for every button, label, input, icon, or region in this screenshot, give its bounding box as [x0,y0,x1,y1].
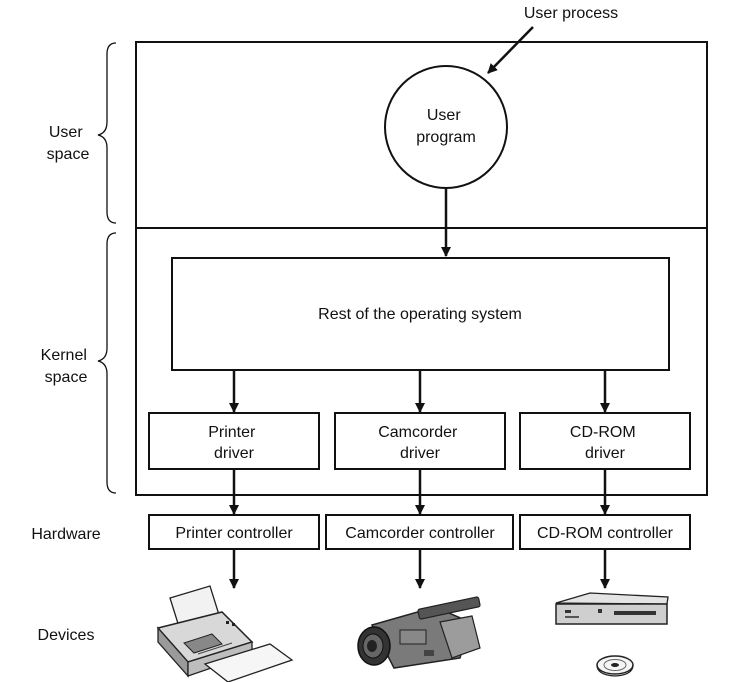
user-program-label: User program [416,107,476,146]
printer-controller-box [148,514,320,550]
printer-driver-box [148,412,320,470]
camcorder-driver-box [334,412,506,470]
user-process-arrow [487,26,534,74]
hardware-label: Hardware [31,526,100,543]
rest-of-os-box [171,257,670,371]
camcorder-driver-label: Camcorder driver [378,424,462,462]
cdrom-driver-label: CD-ROM driver [570,424,640,462]
user-space-label: User space [47,124,90,163]
user-space-brace [97,42,117,224]
kernel-space-brace [97,232,117,494]
camcorder-icon [357,596,481,669]
camcorder-controller-label: Camcorder controller [345,525,495,542]
disc-icon [596,655,634,677]
printer-controller-label: Printer controller [175,525,293,542]
kernel-space-label: Kernel space [41,347,92,386]
user-program-node [384,65,508,189]
cdrom-controller-label: CD-ROM controller [537,525,674,542]
cdrom-drive-icon [555,592,669,625]
devices-label: Devices [38,627,95,644]
camcorder-controller-box [325,514,514,550]
rest-of-os-label: Rest of the operating system [318,306,522,323]
printer-driver-label: Printer driver [208,424,260,462]
printer-icon [156,585,294,682]
user-process-label: User process [524,5,618,22]
